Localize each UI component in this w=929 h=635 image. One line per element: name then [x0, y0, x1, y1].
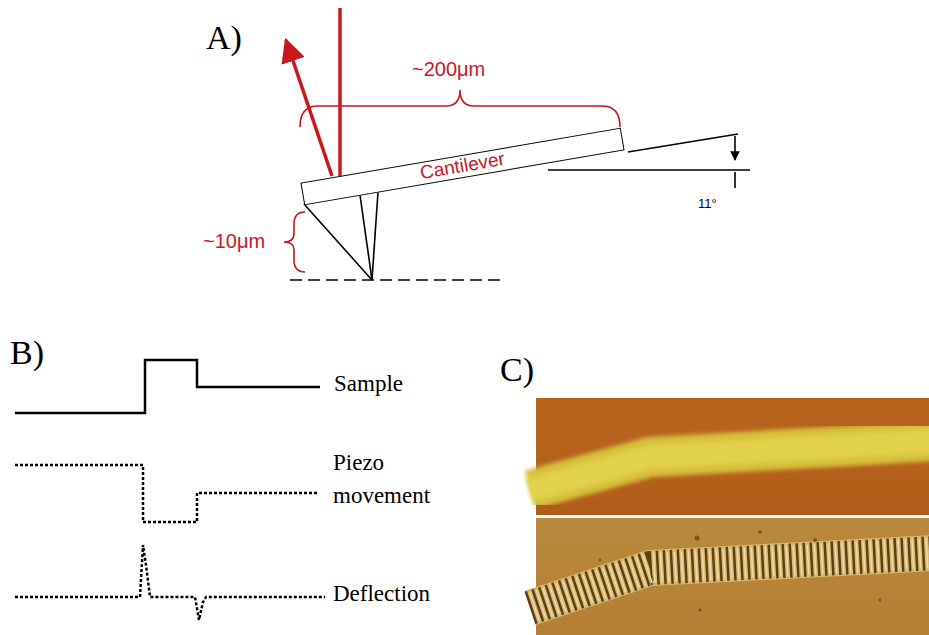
- afm-height-image: [530, 398, 929, 515]
- laser-beam: [338, 8, 342, 176]
- height-dimension: ~10μm: [203, 230, 265, 253]
- length-dimension: ~200μm: [412, 58, 485, 81]
- sample-profile: [15, 360, 320, 413]
- length-brace: [300, 90, 620, 127]
- panel-letter: B): [10, 333, 44, 372]
- piezo-trace: [15, 465, 318, 522]
- trace-label: Sample: [334, 371, 403, 397]
- height-brace: [284, 212, 305, 272]
- afm-amplitude-image: [530, 518, 929, 635]
- panel-letter: C): [500, 350, 534, 389]
- trace-label: Piezo movement: [333, 446, 473, 512]
- sample-baseline: [290, 279, 500, 281]
- panel-letter: A): [206, 18, 242, 57]
- trace-label: Deflection: [333, 581, 430, 607]
- cantilever-tip: [304, 192, 378, 280]
- deflection-trace: [15, 545, 325, 620]
- angle-dimension: 11°: [698, 197, 717, 212]
- beam-label: Cantilever: [301, 128, 623, 201]
- cantilever-beam: Cantilever: [300, 127, 624, 205]
